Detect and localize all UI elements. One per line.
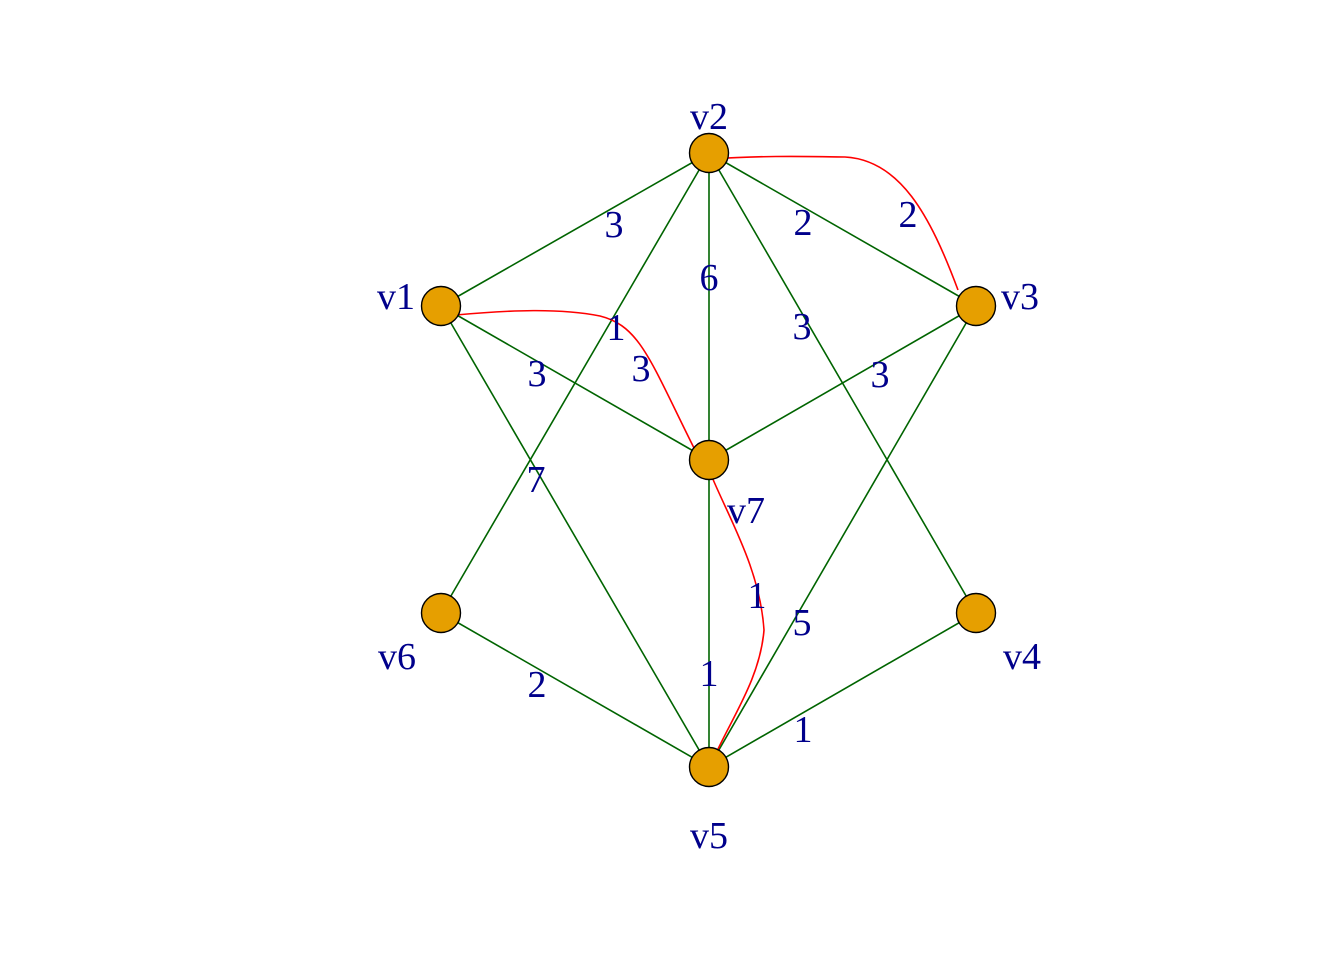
highlighted-edge-weight-v2-v3: 2 bbox=[899, 194, 918, 236]
highlighted-edge-v7-v5 bbox=[711, 476, 765, 763]
edge-v4-v5 bbox=[708, 612, 977, 768]
edge-weight-v6-v5: 2 bbox=[528, 664, 547, 706]
edge-v2-v3 bbox=[708, 152, 977, 307]
edge-weight-v2-v6: 1 bbox=[607, 307, 626, 349]
vertex-label-v1: v1 bbox=[377, 276, 415, 318]
edge-weight-v4-v5: 1 bbox=[794, 709, 813, 751]
vertex-v3 bbox=[955, 285, 997, 327]
edge-weight-v3-v7: 3 bbox=[871, 354, 890, 396]
edge-v3-v7 bbox=[708, 305, 977, 461]
highlighted-edges-layer bbox=[455, 155, 959, 763]
edge-v6-v5 bbox=[440, 612, 710, 768]
edge-weight-v1-v5: 7 bbox=[527, 459, 546, 501]
edge-v3-v5 bbox=[708, 305, 977, 768]
vertex-v5 bbox=[688, 746, 730, 788]
vertex-v1 bbox=[420, 285, 462, 327]
edges-layer bbox=[440, 152, 977, 768]
edge-weight-v3-v5: 5 bbox=[793, 602, 812, 644]
highlighted-edge-v1-v7 bbox=[455, 309, 695, 449]
highlighted-edge-v2-v3 bbox=[708, 155, 959, 291]
edge-v1-v5 bbox=[440, 305, 710, 768]
highlighted-edge-weight-v7-v5: 1 bbox=[748, 575, 767, 617]
edge-weight-v2-v4: 3 bbox=[793, 306, 812, 348]
vertex-labels-layer: v1 v2 v3 v4 v5 v6 v7 bbox=[377, 96, 1041, 857]
vertex-v6 bbox=[420, 592, 462, 634]
edge-v1-v2 bbox=[440, 152, 710, 307]
vertex-v4 bbox=[955, 592, 997, 634]
edge-weight-v2-v7: 6 bbox=[700, 257, 719, 299]
edge-weight-v1-v2: 3 bbox=[605, 204, 624, 246]
vertex-label-v6: v6 bbox=[378, 636, 416, 678]
vertex-label-v4: v4 bbox=[1003, 636, 1041, 678]
vertex-label-v5: v5 bbox=[690, 815, 728, 857]
vertex-v2 bbox=[688, 132, 730, 174]
edge-weight-v2-v3: 2 bbox=[794, 202, 813, 244]
edge-weight-v7-v5: 1 bbox=[700, 653, 719, 695]
vertex-v7 bbox=[688, 439, 730, 481]
vertex-label-v3: v3 bbox=[1001, 276, 1039, 318]
vertices-layer bbox=[420, 132, 997, 788]
edge-v1-v7 bbox=[440, 305, 710, 461]
vertex-label-v7: v7 bbox=[727, 490, 765, 532]
vertex-label-v2: v2 bbox=[690, 96, 728, 138]
highlighted-edge-weight-v1-v7: 3 bbox=[632, 348, 651, 390]
edge-weight-v1-v7: 3 bbox=[528, 353, 547, 395]
